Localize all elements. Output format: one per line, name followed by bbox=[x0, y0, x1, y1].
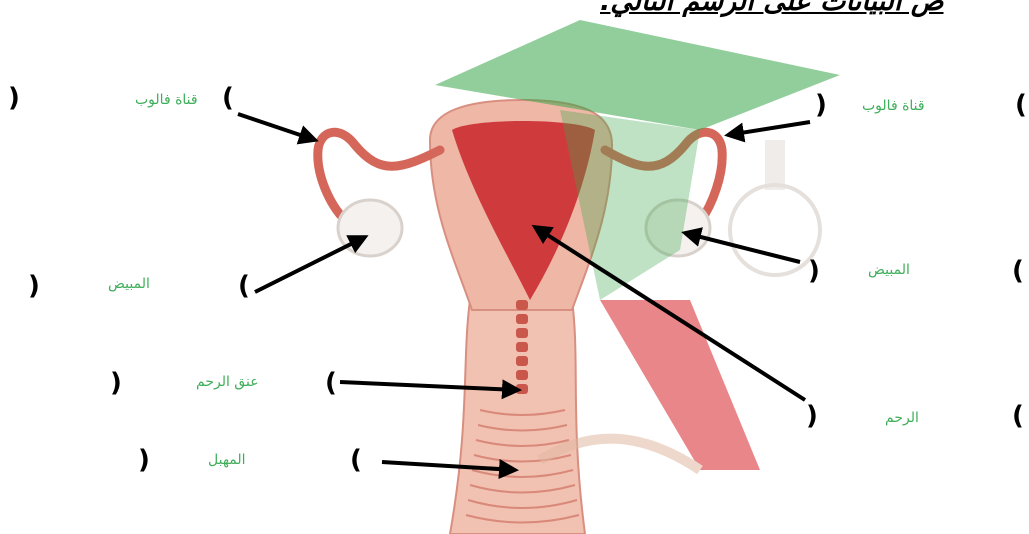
label-left-fallopian: قناة فالوب bbox=[135, 92, 198, 108]
uterus-close: ) bbox=[806, 403, 818, 429]
page-heading: ص البيانات على الرسم التالي. bbox=[600, 0, 1029, 17]
uterus-open: ( bbox=[1012, 403, 1024, 429]
arrow-right-fallopian bbox=[728, 122, 810, 135]
right-ovary-open: ( bbox=[1012, 258, 1024, 284]
right-fallopian-open: ( bbox=[1015, 92, 1027, 118]
label-cervix: عنق الرحم bbox=[196, 374, 259, 390]
cervix-close: ) bbox=[110, 370, 122, 396]
arrow-left-fallopian bbox=[238, 114, 315, 140]
arrow-left-ovary bbox=[255, 237, 365, 292]
label-left-ovary: المبيض bbox=[108, 276, 150, 292]
right-ovary-close: ) bbox=[808, 258, 820, 284]
label-right-ovary: المبيض bbox=[868, 262, 910, 278]
label-vagina: المهبل bbox=[208, 452, 246, 468]
vagina-open: ( bbox=[350, 447, 362, 473]
left-fallopian-open: ( bbox=[222, 85, 234, 111]
left-ovary-open: ( bbox=[238, 273, 250, 299]
vagina-close: ) bbox=[138, 447, 150, 473]
cervix-open: ( bbox=[325, 370, 337, 396]
label-uterus: الرحم bbox=[885, 410, 919, 426]
right-fallopian-close: ) bbox=[815, 92, 827, 118]
left-ovary-close: ) bbox=[28, 273, 40, 299]
left-fallopian-close: ) bbox=[8, 85, 20, 111]
label-right-fallopian: قناة فالوب bbox=[862, 98, 925, 114]
